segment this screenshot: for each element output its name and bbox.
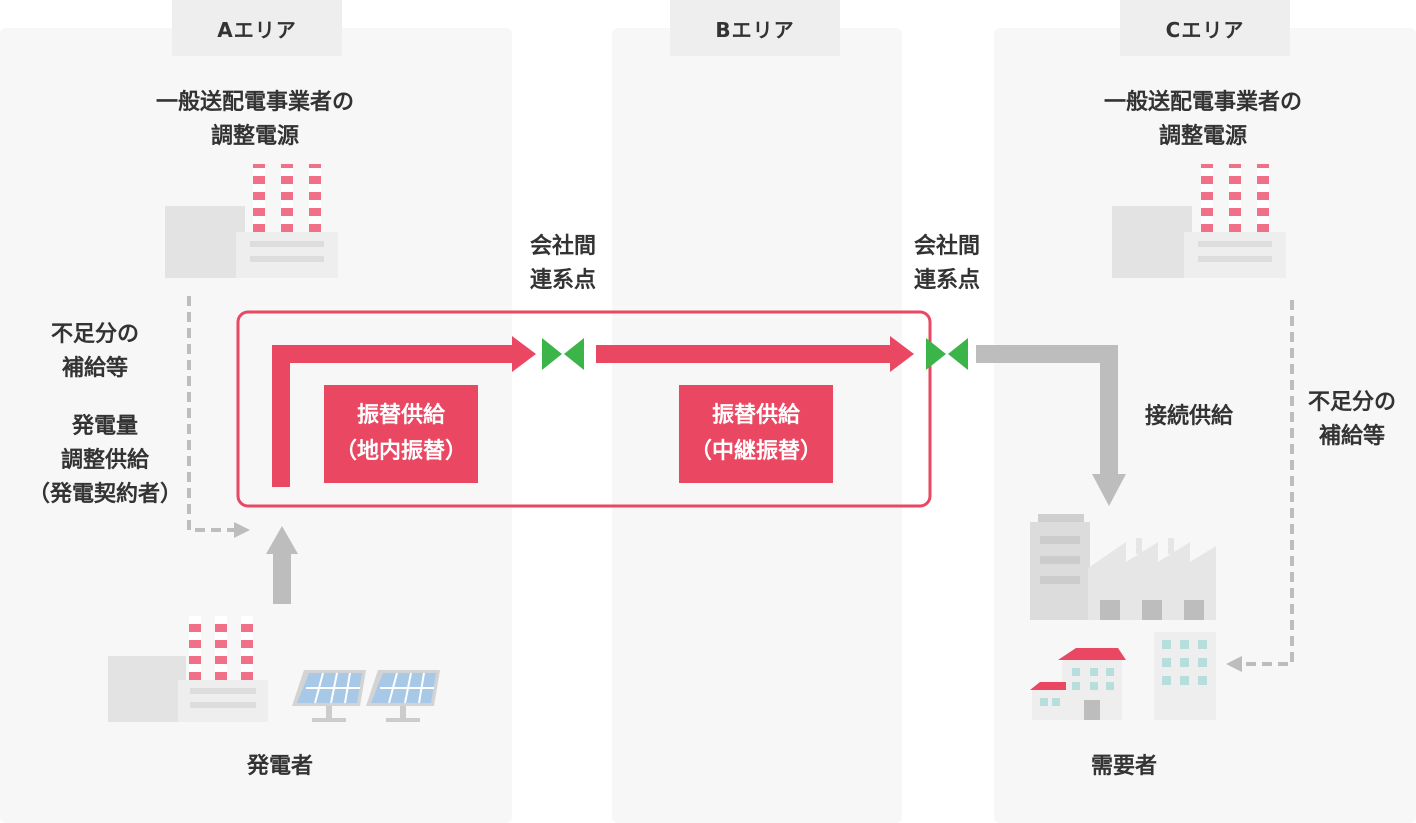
transfer-arrow-local [272,336,536,487]
transfer-local-box: 振替供給 （地内振替） [324,385,478,483]
interconnect-2-line1: 会社間 [913,234,980,259]
a-grid-plant-label-line1: 一般送配電事業者の [155,90,354,115]
a-adjustment-label: 発電量 調整供給 （発電契約者） [10,410,200,512]
consumer-label: 需要者 [1090,754,1157,779]
shortfall-dashed-arrow-c [1226,300,1294,672]
c-grid-plant-label-line2: 調整電源 [1158,124,1247,149]
c-shortfall-line1: 不足分の [1307,390,1396,415]
a-shortfall-label: 不足分の 補給等 [30,318,160,386]
a-adjustment-line1: 発電量 [71,414,138,439]
interconnect-2-line2: 連系点 [913,268,980,293]
connection-supply-label: 接続供給 [1144,404,1233,429]
c-shortfall-line2: 補給等 [1318,424,1385,449]
a-shortfall-line1: 不足分の [50,322,139,347]
office-building-icon [1154,632,1216,720]
a-shortfall-line2: 補給等 [61,356,128,381]
factory-icon-a-grid [165,164,338,278]
transfer-local-line2: （地内振替） [334,439,467,464]
area-b-title: Bエリア [670,0,840,56]
house-icon [1030,648,1126,720]
transfer-relay-box: 振替供給 （中継振替） [679,385,833,483]
interconnection-valve-icon [926,338,968,370]
solar-panel-icon [366,670,440,722]
c-grid-plant-label-line1: 一般送配電事業者の [1103,90,1302,115]
transfer-arrow-relay [596,336,914,372]
a-adjustment-line2: 調整供給 [60,448,149,473]
area-a-title: Aエリア [172,0,342,56]
factory-icon-c-grid [1112,164,1286,278]
transfer-local-line1: 振替供給 [356,403,445,428]
interconnect-1-label: 会社間 連系点 [508,230,618,298]
factory-icon-generator [108,616,268,722]
area-c-title: Cエリア [1120,0,1290,56]
interconnection-valve-icon [542,338,584,370]
interconnect-2-label: 会社間 連系点 [892,230,1002,298]
interconnect-1-line1: 会社間 [529,234,596,259]
generation-up-arrow [266,526,298,604]
a-adjustment-line3: （発電契約者） [27,482,182,507]
c-shortfall-label: 不足分の 補給等 [1290,386,1414,454]
connection-supply-arrow [976,345,1126,506]
transfer-relay-line1: 振替供給 [711,403,800,428]
a-grid-plant-label: 一般送配電事業者の 調整電源 [130,86,380,154]
interconnect-1-line2: 連系点 [529,268,596,293]
consumer-factory-icon [1030,514,1216,620]
transfer-relay-line2: （中継振替） [689,439,822,464]
a-grid-plant-label-line2: 調整電源 [210,124,299,149]
solar-panel-icon [292,670,366,722]
c-grid-plant-label: 一般送配電事業者の 調整電源 [1078,86,1328,154]
generator-label: 発電者 [246,754,313,779]
shortfall-dashed-arrow-a [187,296,250,538]
transfer-frame [236,310,932,508]
